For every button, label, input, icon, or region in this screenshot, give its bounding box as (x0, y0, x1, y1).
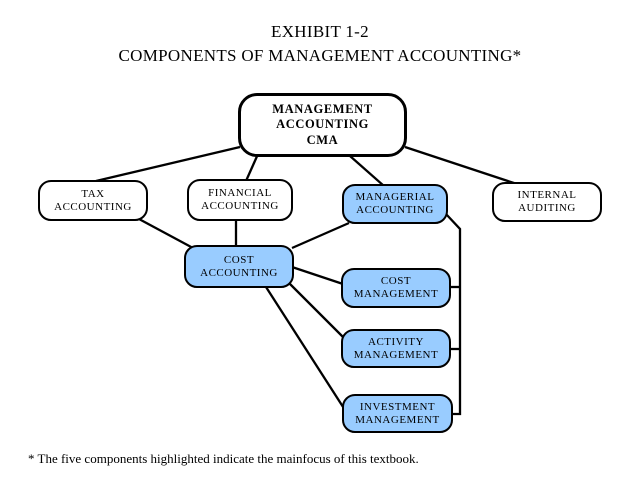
connector-managerial-costacc (291, 221, 350, 250)
connector-managerial-trunk (445, 213, 462, 416)
connector-costacc-activity (288, 282, 345, 339)
connector-cma-tax (95, 145, 241, 183)
connector-tax-costacc (138, 217, 194, 250)
footnote: * The five components highlighted indica… (28, 451, 419, 466)
node-cost-accounting: COST ACCOUNTING (184, 245, 294, 288)
node-activity-management: ACTIVITY MANAGEMENT (341, 329, 451, 368)
node-financial-accounting: FINANCIAL ACCOUNTING (187, 179, 293, 221)
node-tax-accounting: TAX ACCOUNTING (38, 180, 148, 221)
node-management-accounting-cma: MANAGEMENT ACCOUNTING CMA (238, 93, 407, 157)
exhibit-title: EXHIBIT 1-2 (271, 22, 369, 41)
connector-costacc-costmgmt (291, 265, 344, 286)
connector-cma-internal (404, 145, 518, 186)
connector-cma-managerial (349, 155, 385, 187)
exhibit-subtitle: COMPONENTS OF MANAGEMENT ACCOUNTING* (118, 46, 522, 65)
node-managerial-accounting: MANAGERIAL ACCOUNTING (342, 184, 448, 224)
connector-costacc-investment (265, 286, 346, 411)
node-cost-management: COST MANAGEMENT (341, 268, 451, 308)
connector-cma-financial (244, 153, 260, 182)
node-internal-auditing: INTERNAL AUDITING (492, 182, 602, 222)
node-investment-management: INVESTMENT MANAGEMENT (342, 394, 453, 433)
